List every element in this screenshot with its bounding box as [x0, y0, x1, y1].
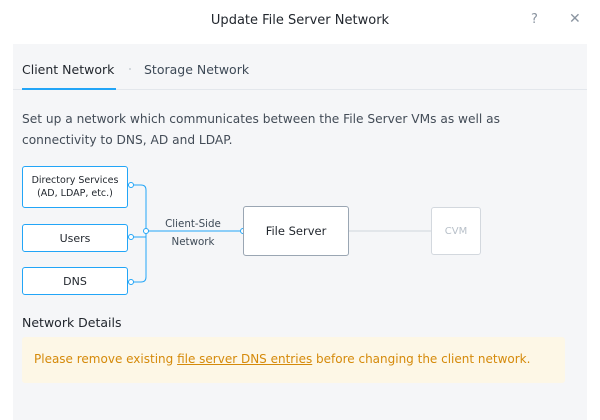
tab-storage-network[interactable]: Storage Network	[144, 62, 250, 77]
file-server-box: File Server	[243, 206, 349, 256]
users-label: Users	[59, 231, 91, 245]
warning-banner: Please remove existing file server DNS e…	[22, 337, 565, 383]
port-directory	[128, 182, 134, 188]
tab-bar: Client Network Storage Network	[13, 44, 587, 90]
directory-services-label: Directory Services	[31, 175, 119, 186]
cvm-label: CVM	[444, 225, 468, 237]
cvm-box: CVM	[431, 207, 481, 255]
connector-directory	[131, 184, 147, 283]
directory-services-box: Directory Services (AD, LDAP, etc.)	[22, 166, 128, 208]
network-label-line2: Network	[171, 236, 215, 248]
help-icon[interactable]: ?	[531, 12, 538, 27]
dialog-title: Update File Server Network	[210, 13, 390, 28]
network-details-heading: Network Details	[22, 315, 122, 330]
dns-box: DNS	[22, 267, 128, 295]
dns-label: DNS	[63, 274, 87, 288]
port-users	[128, 234, 134, 240]
warning-suffix: before changing the client network.	[312, 352, 531, 366]
users-box: Users	[22, 224, 128, 252]
network-diagram: Directory Services (AD, LDAP, etc.) User…	[13, 44, 587, 420]
client-side-network-label: Client-Side Network	[157, 215, 229, 251]
port-dns	[128, 279, 134, 285]
tab-client-network[interactable]: Client Network	[22, 62, 115, 77]
directory-services-sublabel: (AD, LDAP, etc.)	[37, 188, 113, 199]
tab-separator	[129, 68, 131, 70]
dialog-header: Update File Server Network ? ✕	[0, 0, 600, 44]
description-text: Set up a network which communicates betw…	[22, 112, 500, 147]
active-tab-indicator	[22, 88, 116, 90]
dialog-body: Client Network Storage Network Set up a …	[13, 44, 587, 420]
warning-text: Please remove existing file server DNS e…	[34, 352, 530, 366]
network-label-line1: Client-Side	[165, 218, 221, 230]
file-server-label: File Server	[265, 224, 327, 238]
port-junction	[143, 228, 149, 234]
close-icon[interactable]: ✕	[569, 11, 581, 27]
dns-entries-link[interactable]: file server DNS entries	[177, 352, 313, 366]
warning-prefix: Please remove existing	[34, 352, 178, 366]
